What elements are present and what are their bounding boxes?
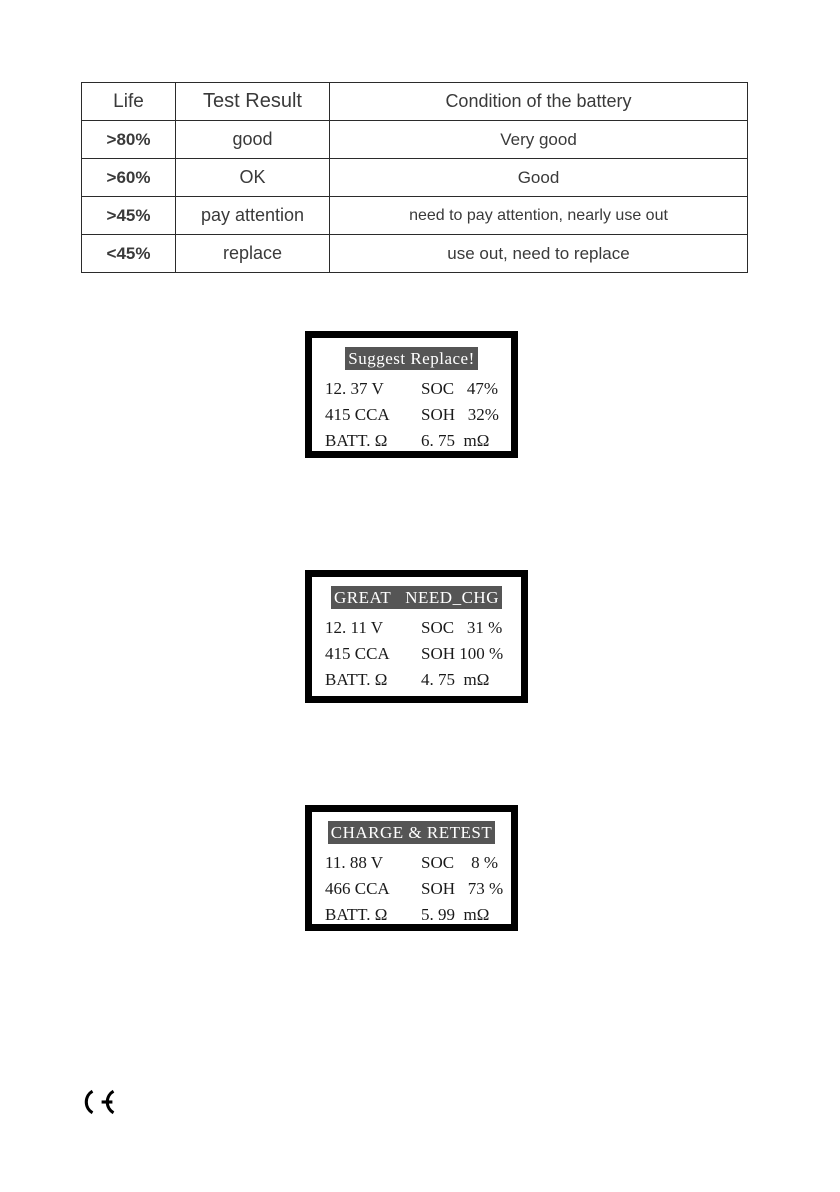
table-row: >60% OK Good	[81, 158, 748, 197]
lcd-voltage-value: 12. 11 V	[325, 618, 384, 637]
lcd-voltage-value: 12. 37 V	[325, 379, 384, 398]
cell-condition: need to pay attention, nearly use out	[329, 196, 748, 235]
cell-condition: Very good	[329, 120, 748, 159]
lcd-status-banner: GREAT NEED_CHG	[331, 586, 502, 609]
cell-life: >45%	[81, 196, 176, 235]
table-row: >80% good Very good	[81, 120, 748, 159]
lcd-status-banner: CHARGE & RETEST	[327, 821, 496, 844]
lcd-screen-suggest-replace: Suggest Replace! 12. 37 V SOC 47% 415 CC…	[305, 331, 518, 458]
cell-life: <45%	[81, 234, 176, 273]
lcd-row: BATT. Ω 4. 75 mΩ	[312, 667, 521, 693]
lcd-inner: CHARGE & RETEST 11. 88 V SOC 8 % 466 CCA…	[312, 812, 511, 924]
cell-life: >80%	[81, 120, 176, 159]
lcd-soh-value: SOH 100 %	[421, 644, 504, 663]
cell-result: good	[175, 120, 330, 159]
cell-result: pay attention	[175, 196, 330, 235]
lcd-row: 466 CCA SOH 73 %	[312, 876, 511, 902]
lcd-cca-value: 466 CCA	[325, 879, 390, 898]
header-test-result: Test Result	[175, 82, 330, 121]
header-life: Life	[81, 82, 176, 121]
table-row: <45% replace use out, need to replace	[81, 234, 748, 273]
cell-condition: use out, need to replace	[329, 234, 748, 273]
cell-condition: Good	[329, 158, 748, 197]
lcd-voltage-value: 11. 88 V	[325, 853, 384, 872]
lcd-batt-resistance-value: 5. 99 mΩ	[421, 905, 490, 924]
lcd-row: 415 CCA SOH 100 %	[312, 641, 521, 667]
table-row: >45% pay attention need to pay attention…	[81, 196, 748, 235]
lcd-row: 415 CCA SOH 32%	[312, 402, 511, 428]
lcd-soh-value: SOH 73 %	[421, 879, 504, 898]
lcd-batt-resistance-label: BATT. Ω	[325, 670, 388, 689]
lcd-row: 12. 11 V SOC 31 %	[312, 615, 521, 641]
lcd-batt-resistance-value: 6. 75 mΩ	[421, 431, 490, 450]
table-header-row: Life Test Result Condition of the batter…	[81, 82, 748, 121]
cell-life: >60%	[81, 158, 176, 197]
lcd-batt-resistance-value: 4. 75 mΩ	[421, 670, 490, 689]
lcd-title-wrap: GREAT NEED_CHG	[312, 586, 521, 609]
lcd-cca-value: 415 CCA	[325, 405, 390, 424]
cell-result: replace	[175, 234, 330, 273]
lcd-soc-value: SOC 47%	[421, 379, 498, 398]
battery-life-table: Life Test Result Condition of the batter…	[81, 82, 748, 273]
lcd-row: 12. 37 V SOC 47%	[312, 376, 511, 402]
ce-mark-icon	[78, 1089, 124, 1115]
lcd-row: BATT. Ω 6. 75 mΩ	[312, 428, 511, 454]
lcd-status-banner: Suggest Replace!	[345, 347, 478, 370]
lcd-title-wrap: Suggest Replace!	[312, 347, 511, 370]
lcd-soc-value: SOC 31 %	[421, 618, 503, 637]
lcd-screen-charge-retest: CHARGE & RETEST 11. 88 V SOC 8 % 466 CCA…	[305, 805, 518, 931]
lcd-cca-value: 415 CCA	[325, 644, 390, 663]
lcd-row: BATT. Ω 5. 99 mΩ	[312, 902, 511, 928]
lcd-soh-value: SOH 32%	[421, 405, 499, 424]
cell-result: OK	[175, 158, 330, 197]
lcd-soc-value: SOC 8 %	[421, 853, 498, 872]
header-condition: Condition of the battery	[329, 82, 748, 121]
lcd-screen-great-need-chg: GREAT NEED_CHG 12. 11 V SOC 31 % 415 CCA…	[305, 570, 528, 703]
lcd-inner: Suggest Replace! 12. 37 V SOC 47% 415 CC…	[312, 338, 511, 451]
lcd-batt-resistance-label: BATT. Ω	[325, 431, 388, 450]
lcd-batt-resistance-label: BATT. Ω	[325, 905, 388, 924]
lcd-inner: GREAT NEED_CHG 12. 11 V SOC 31 % 415 CCA…	[312, 577, 521, 696]
lcd-row: 11. 88 V SOC 8 %	[312, 850, 511, 876]
lcd-title-wrap: CHARGE & RETEST	[312, 821, 511, 844]
